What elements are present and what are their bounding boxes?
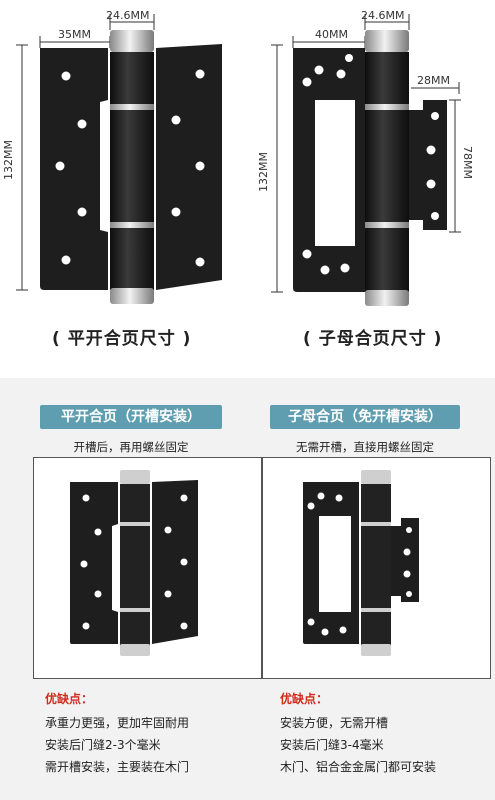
list-item: 安装后门缝3-4毫米 <box>280 738 384 752</box>
child-mother-hinge-advantages-title: 优缺点： <box>280 692 329 706</box>
list-item: 需开槽安装，主要装在木门 <box>45 760 190 774</box>
child-mother-hinge-subtitle: 无需开槽，直接用螺丝固定 <box>296 440 434 454</box>
flat-hinge-badge: 平开合页（开槽安装） <box>40 405 222 429</box>
flat-hinge-subtitle: 开槽后，再用螺丝固定 <box>73 440 189 454</box>
dim-width-label: 40MM <box>315 28 348 41</box>
dim-leaf-width-label: 28MM <box>417 74 450 87</box>
list-item: 承重力更强，更加牢固耐用 <box>45 716 190 730</box>
dim-leaf-height-label: 78MM <box>461 146 474 179</box>
flat-hinge-photo-frame <box>33 457 262 679</box>
flat-hinge-image <box>70 470 198 656</box>
list-item: 安装后门缝2-3个毫米 <box>45 738 161 752</box>
flat-hinge-advantages-title: 优缺点： <box>45 692 94 706</box>
dim-barrel-label: 24.6MM <box>106 9 149 22</box>
flat-hinge-caption: ( 平开合页尺寸 ) <box>52 329 192 349</box>
dim-width-label: 35MM <box>58 28 91 41</box>
child-mother-hinge-badge: 子母合页（免开槽安装） <box>270 405 460 429</box>
child-mother-hinge-image <box>303 470 419 656</box>
child-mother-hinge-photo-frame <box>262 457 491 679</box>
child-mother-hinge-dimension-drawing: 40MM 24.6MM 132MM 28MM 78MM <box>257 9 474 306</box>
dim-barrel-label: 24.6MM <box>361 9 404 22</box>
list-item: 安装方便，无需开槽 <box>280 716 389 730</box>
flat-hinge-dimension-drawing: 35MM 24.6MM 132MM <box>2 9 222 304</box>
list-item: 木门、铝合金金属门都可安装 <box>280 760 437 774</box>
dim-height-label: 132MM <box>257 152 270 192</box>
child-mother-hinge-caption: ( 子母合页尺寸 ) <box>303 329 443 349</box>
flat-hinge-advantages-list: 承重力更强，更加牢固耐用 安装后门缝2-3个毫米 需开槽安装，主要装在木门 <box>45 712 189 778</box>
child-mother-hinge-advantages-list: 安装方便，无需开槽 安装后门缝3-4毫米 木门、铝合金金属门都可安装 <box>280 712 436 778</box>
dimensions-section: 35MM 24.6MM 132MM <box>0 0 495 378</box>
dim-height-label: 132MM <box>2 140 15 180</box>
